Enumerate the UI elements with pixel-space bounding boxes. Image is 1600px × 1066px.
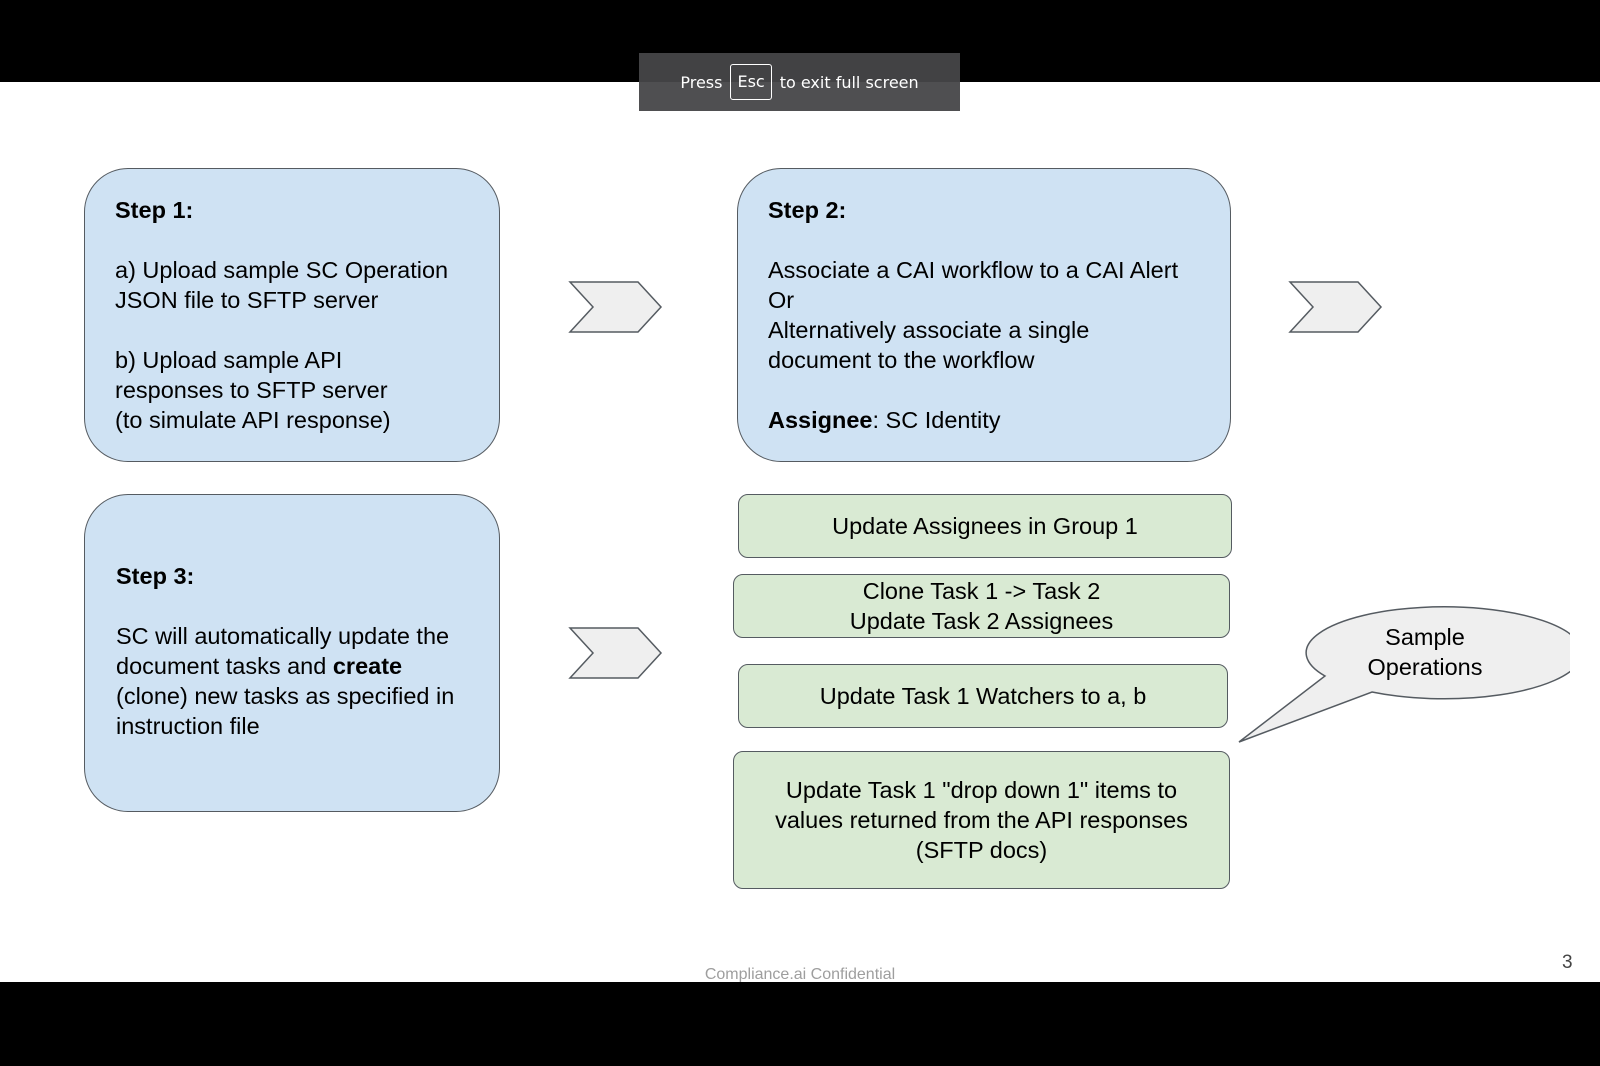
operation-text-4: Update Task 1 "drop down 1" items to val… <box>775 777 1188 863</box>
step2-box: Step 2: Associate a CAI workflow to a CA… <box>737 168 1231 462</box>
chevron-arrow-icon <box>1288 281 1383 333</box>
step3-line2-bold: create <box>332 653 403 679</box>
step3-title: Step 3: <box>116 563 195 589</box>
assignee-value: : SC Identity <box>872 407 1001 433</box>
presentation-slide: Step 1: a) Upload sample SC Operation JS… <box>0 82 1600 982</box>
notice-suffix-text: to exit full screen <box>779 72 919 92</box>
step3-line2: document tasks and create <box>116 651 479 681</box>
step1-b-line1: b) Upload sample API <box>115 347 343 373</box>
step3-line3: (clone) new tasks as specified in <box>116 683 455 709</box>
operation-box-2: Clone Task 1 -> Task 2 Update Task 2 Ass… <box>733 574 1230 638</box>
chevron-arrow-icon <box>568 281 663 333</box>
step3-line4: instruction file <box>116 713 260 739</box>
step2-line4: document to the workflow <box>768 347 1035 373</box>
operation-box-4: Update Task 1 "drop down 1" items to val… <box>733 751 1230 889</box>
assignee-label: Assignee <box>768 407 873 433</box>
step1-a-line2: JSON file to SFTP server <box>115 287 379 313</box>
step1-b-line2: responses to SFTP server <box>115 377 388 403</box>
footer-confidential: Compliance.ai Confidential <box>704 966 896 982</box>
step2-line2: Or <box>768 287 795 313</box>
step2-assignee: Assignee: SC Identity <box>768 405 1210 435</box>
step2-title: Step 2: <box>768 197 847 223</box>
step3-line1: SC will automatically update the <box>116 623 450 649</box>
page-number: 3 <box>1562 952 1573 973</box>
step1-box: Step 1: a) Upload sample SC Operation JS… <box>84 168 500 462</box>
step1-a-line1: a) Upload sample SC Operation <box>115 257 449 283</box>
operation-box-3: Update Task 1 Watchers to a, b <box>738 664 1228 728</box>
operation-box-1: Update Assignees in Group 1 <box>738 494 1232 558</box>
chevron-arrow-icon <box>568 627 663 679</box>
step2-line3: Alternatively associate a single <box>768 317 1090 343</box>
speech-bubble-icon <box>1238 606 1570 743</box>
callout-text: Sample Operations <box>1367 624 1483 680</box>
operation-text-2: Clone Task 1 -> Task 2 Update Task 2 Ass… <box>849 578 1114 634</box>
step3-line2-text: document tasks and <box>116 653 333 679</box>
fullscreen-exit-notice: Press Esc to exit full screen <box>639 53 960 111</box>
step3-box: Step 3: SC will automatically update the… <box>84 494 500 812</box>
step1-b-line3: (to simulate API response) <box>115 407 391 433</box>
operation-text-3: Update Task 1 Watchers to a, b <box>819 683 1147 709</box>
notice-press-text: Press <box>680 72 723 92</box>
step2-line1: Associate a CAI workflow to a CAI Alert <box>768 257 1179 283</box>
operation-text-1: Update Assignees in Group 1 <box>832 513 1138 539</box>
esc-key-badge: Esc <box>730 64 772 100</box>
step1-title: Step 1: <box>115 197 194 223</box>
